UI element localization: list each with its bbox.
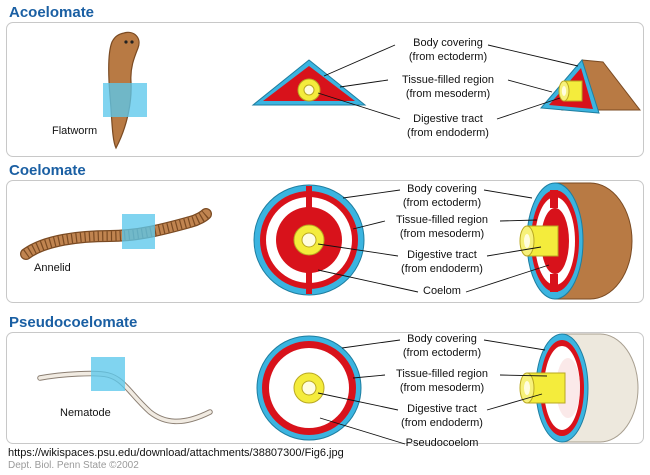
acoelomate-tissue-filled-region: Tissue-filled region xyxy=(402,74,494,86)
coelomate-ectoderm: (from ectoderm) xyxy=(403,197,481,209)
acoelomate-endoderm: (from endoderm) xyxy=(407,127,489,139)
acoelomate-mesoderm: (from mesoderm) xyxy=(406,88,490,100)
coelomate-mesoderm: (from mesoderm) xyxy=(400,228,484,240)
flatworm-illustration xyxy=(103,31,147,150)
pseudocoelomate-title: Pseudocoelomate xyxy=(9,314,138,331)
pseudocoelomate-labels: Body covering (from ectoderm) Tissue-fil… xyxy=(396,333,488,449)
pseudocoelomate-endoderm: (from endoderm) xyxy=(401,417,483,429)
coelomate-endoderm: (from endoderm) xyxy=(401,263,483,275)
nematode-section-highlight xyxy=(91,357,125,391)
pseudocoelomate-3d-slice xyxy=(519,333,639,443)
pseudocoelomate-mesoderm: (from mesoderm) xyxy=(400,382,484,394)
acoelomate-ectoderm: (from ectoderm) xyxy=(409,51,487,63)
coelomate-leader-lines xyxy=(317,189,550,293)
flatworm-section-highlight xyxy=(103,83,147,117)
coelomate-cross-section xyxy=(253,184,365,296)
nematode-illustration xyxy=(37,357,213,425)
acoelomate-3d-slice xyxy=(539,58,642,114)
acoelomate-digestive-tract: Digestive tract xyxy=(413,113,483,125)
acoelomate-leader-lines xyxy=(317,44,579,120)
credit-text: Dept. Biol. Penn State ©2002 xyxy=(8,460,139,471)
acoelomate-cross-section xyxy=(251,59,367,106)
pseudocoelomate-ectoderm: (from ectoderm) xyxy=(403,347,481,359)
pseudocoelomate-leader-lines xyxy=(317,339,548,445)
coelomate-body-covering: Body covering xyxy=(407,183,477,195)
coelomate-3d-slice xyxy=(519,182,633,300)
annelid-illustration xyxy=(20,208,212,260)
pseudocoelomate-pseudocoelom: Pseudocoelom xyxy=(406,437,479,449)
pseudocoelomate-body-covering: Body covering xyxy=(407,333,477,345)
acoelomate-body-covering: Body covering xyxy=(413,37,483,49)
source-url: https://wikispaces.psu.edu/download/atta… xyxy=(8,447,344,459)
coelomate-digestive-tract: Digestive tract xyxy=(407,249,477,261)
coelomate-coelom: Coelom xyxy=(423,285,461,297)
coelomate-tissue-filled-region: Tissue-filled region xyxy=(396,214,488,226)
pseudocoelomate-tissue-filled-region: Tissue-filled region xyxy=(396,368,488,380)
coelomate-title: Coelomate xyxy=(9,162,86,179)
acoelomate-title: Acoelomate xyxy=(9,4,95,21)
nematode-label: Nematode xyxy=(60,407,111,419)
flatworm-label: Flatworm xyxy=(52,125,97,137)
pseudocoelomate-cross-section xyxy=(256,335,362,441)
pseudocoelomate-digestive-tract: Digestive tract xyxy=(407,403,477,415)
acoelomate-labels: Body covering (from ectoderm) Tissue-fil… xyxy=(402,37,494,139)
annelid-section-highlight xyxy=(122,214,155,249)
coelomate-labels: Body covering (from ectoderm) Tissue-fil… xyxy=(396,183,488,297)
annelid-label: Annelid xyxy=(34,262,71,274)
